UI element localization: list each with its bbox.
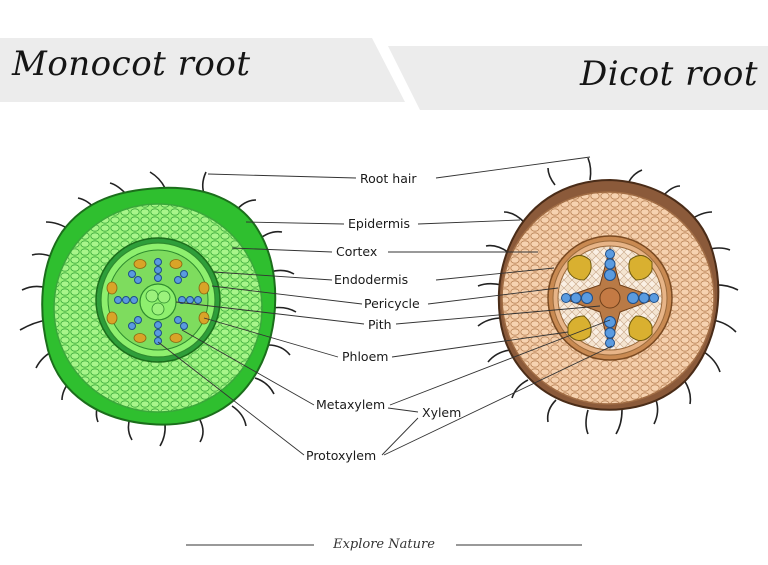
pith-cell (145, 289, 159, 303)
monocot-phloem (106, 259, 210, 343)
label-metaxylem: Metaxylem (316, 397, 386, 412)
label-root-hair: Root hair (360, 171, 417, 186)
dicot-title: Dicot root (580, 54, 758, 94)
dicot-pith (599, 287, 621, 309)
right-title-banner (388, 46, 768, 110)
dicot-root (477, 157, 739, 435)
label-leader-lines (157, 156, 613, 456)
monocot-xylem-arms (114, 258, 202, 345)
label-epidermis: Epidermis (348, 216, 411, 231)
label-phloem: Phloem (342, 349, 389, 364)
monocot-root-hairs (19, 171, 297, 447)
label-endodermis: Endodermis (334, 272, 409, 287)
footer-text: Explore Nature (333, 537, 435, 552)
left-title-banner (0, 38, 405, 102)
label-pericycle: Pericycle (364, 296, 420, 311)
pith-cell (157, 290, 171, 304)
pith-cell (151, 302, 165, 316)
label-protoxylem: Protoxylem (306, 448, 377, 463)
monocot-root (19, 171, 297, 447)
monocot-title: Monocot root (12, 44, 251, 84)
label-cortex: Cortex (336, 244, 378, 259)
dicot-xylem-arms (561, 249, 659, 348)
label-xylem: Xylem (422, 405, 462, 420)
label-pith: Pith (368, 317, 392, 332)
